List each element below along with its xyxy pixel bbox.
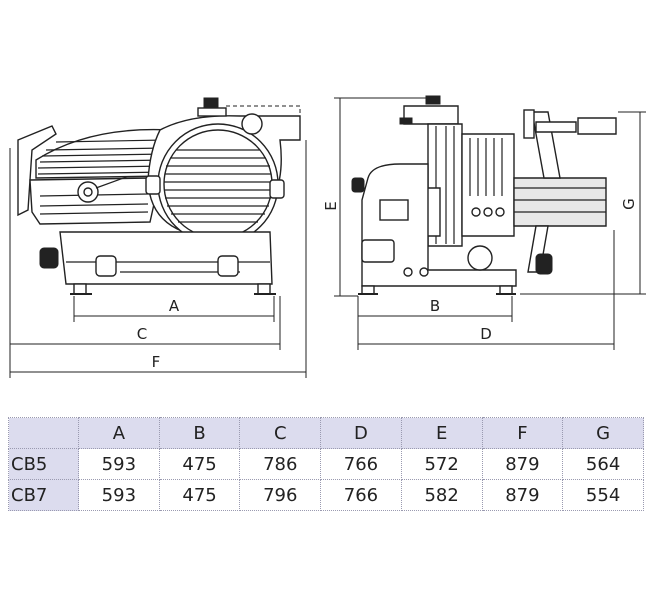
table-cell: 593 bbox=[78, 479, 160, 511]
column-header: G bbox=[562, 417, 644, 449]
column-header: F bbox=[481, 417, 564, 449]
table-cell: 796 bbox=[239, 479, 322, 511]
table-cell: 593 bbox=[78, 448, 160, 480]
dim-label-d: D bbox=[480, 325, 492, 343]
side-dimensions: E G B D bbox=[322, 97, 646, 350]
table-cell: 475 bbox=[158, 448, 241, 480]
table-cell: 572 bbox=[400, 448, 483, 480]
table-cell: 582 bbox=[400, 479, 483, 511]
table-cell: 766 bbox=[320, 448, 402, 480]
table-row: CB5 593 475 786 766 572 879 564 bbox=[8, 448, 644, 480]
column-header: C bbox=[239, 417, 322, 449]
front-dimensions: A C F bbox=[9, 140, 307, 378]
row-model-label: CB5 bbox=[8, 448, 79, 480]
column-header: B bbox=[158, 417, 241, 449]
dim-label-b: B bbox=[430, 297, 440, 315]
table-corner-cell bbox=[8, 417, 79, 449]
dim-label-c: C bbox=[137, 325, 147, 343]
table-cell: 564 bbox=[562, 448, 644, 480]
dim-label-g: G bbox=[620, 198, 638, 210]
table-row: CB7 593 475 796 766 582 879 554 bbox=[8, 479, 644, 511]
side-view bbox=[351, 95, 617, 295]
table-cell: 766 bbox=[320, 479, 402, 511]
technical-drawing: A C F bbox=[9, 95, 646, 378]
dim-label-f: F bbox=[152, 353, 161, 371]
table-cell: 879 bbox=[481, 448, 564, 480]
table-cell: 554 bbox=[562, 479, 644, 511]
table-cell: 879 bbox=[481, 479, 564, 511]
dimensions-table: A B C D E F G CB5 593 475 786 766 572 87… bbox=[8, 417, 644, 511]
dim-label-a: A bbox=[169, 297, 180, 315]
column-header: D bbox=[320, 417, 402, 449]
table-header-row: A B C D E F G bbox=[8, 417, 644, 449]
table-cell: 475 bbox=[158, 479, 241, 511]
front-view bbox=[17, 97, 301, 295]
table-cell: 786 bbox=[239, 448, 322, 480]
column-header: A bbox=[78, 417, 160, 449]
row-model-label: CB7 bbox=[8, 479, 79, 511]
dim-label-e: E bbox=[322, 201, 340, 210]
column-header: E bbox=[400, 417, 483, 449]
